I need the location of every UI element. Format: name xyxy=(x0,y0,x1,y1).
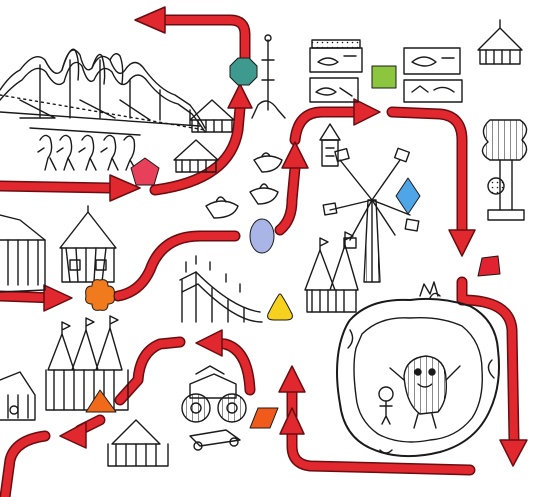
arrow-right-coaster xyxy=(109,174,141,202)
flag-tents-drawing xyxy=(304,231,359,313)
arrow-left-lowleft xyxy=(59,421,87,449)
path-arrows xyxy=(43,6,528,467)
pink-pentagon-token[interactable] xyxy=(130,157,160,186)
red-path xyxy=(0,14,520,497)
circus-tent-drawing xyxy=(173,19,523,173)
duck-boats-drawing xyxy=(205,152,283,219)
monster-frame-drawing xyxy=(336,281,500,458)
big-tent-drawing xyxy=(0,205,117,293)
green-square-token[interactable] xyxy=(371,65,397,89)
monster-truck-drawing xyxy=(181,365,247,451)
arrow-right-square xyxy=(353,98,381,126)
red-trapezoid-token[interactable] xyxy=(477,255,501,277)
orange-flower-token[interactable] xyxy=(85,279,115,311)
arrow-up-egg xyxy=(281,141,309,169)
tower-drawing xyxy=(319,123,341,167)
arrow-up-bottom xyxy=(279,407,305,435)
roller-coaster-drawing xyxy=(0,48,206,133)
blue-diamond-token[interactable] xyxy=(395,177,421,215)
arrow-down-bottomright xyxy=(499,439,528,467)
lavender-egg-token[interactable] xyxy=(249,218,275,254)
slide-ride-drawing xyxy=(179,255,263,323)
yellow-triangle-token[interactable] xyxy=(267,293,293,321)
arrow-up-center xyxy=(278,365,306,393)
bush-ride-drawing xyxy=(481,119,528,221)
tokens-layer xyxy=(85,57,501,429)
shooting-gallery-drawing xyxy=(309,39,463,103)
arrow-down-right xyxy=(448,229,476,257)
orange-triangle-token[interactable] xyxy=(85,389,117,413)
teal-octagon-token[interactable] xyxy=(229,57,258,86)
arrow-left-center xyxy=(195,329,223,357)
arrow-up-octagon xyxy=(227,83,253,109)
orange-rhombus-token[interactable] xyxy=(249,407,279,429)
swing-ride-drawing xyxy=(322,147,420,283)
pole-ride-drawing xyxy=(251,34,286,119)
carousel-horses-drawing xyxy=(29,127,141,171)
arrow-left-top xyxy=(134,6,166,34)
arrow-right-tents xyxy=(43,284,73,312)
